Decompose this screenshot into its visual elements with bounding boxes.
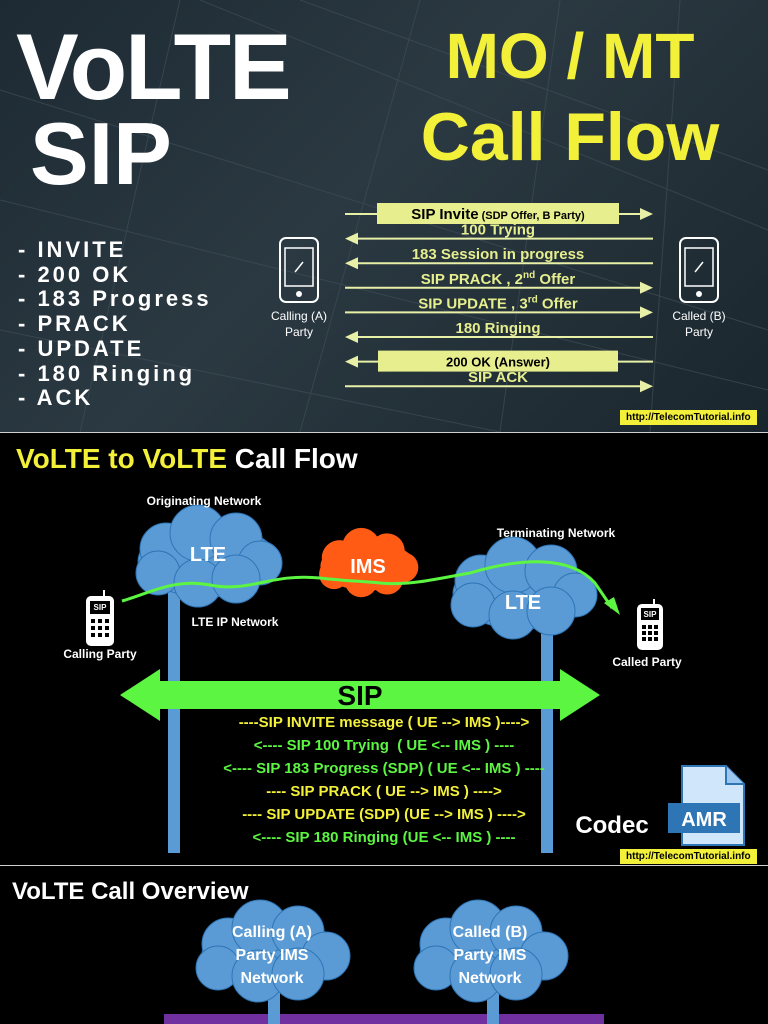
list-item: - INVITE [18, 237, 127, 262]
message-arrowhead [345, 331, 358, 343]
amr-file-icon [668, 765, 745, 846]
message-row: 183 Session in progress [345, 246, 653, 270]
message-arrowhead [640, 306, 653, 319]
called-party-label: Called Party [612, 655, 682, 669]
message-row: SIP PRACK , 2nd Offer [345, 270, 653, 294]
panel-volte-call-overview: VoLTE Call Overview Calling (A) Party IM… [0, 866, 768, 1024]
cloud-a-line3: Network [240, 970, 303, 987]
calling-party-label-line1: Calling (A) [271, 309, 327, 323]
codec-label: Codec [575, 812, 648, 839]
lte-ip-network-label: LTE IP Network [192, 615, 279, 629]
title-mo-mt: MO / MT [445, 20, 695, 92]
terminating-network-label: Terminating Network [497, 526, 616, 540]
message-row: SIP ACK [345, 369, 653, 393]
called-party-label-line2: Party [685, 325, 713, 339]
message-arrowhead [345, 355, 358, 368]
phone-sip-label: SIP [644, 610, 658, 619]
phone-sip-label: SIP [94, 603, 108, 612]
panel2-title: VoLTE to VoLTE Call Flow [16, 443, 358, 475]
title-sip: SIP [30, 104, 172, 203]
message-row: 180 Ringing [345, 320, 653, 343]
message-label: 200 OK (Answer) [446, 355, 550, 370]
title-call-flow: Call Flow [420, 99, 720, 175]
message-row: 100 Trying [345, 222, 653, 245]
phone-icon [86, 590, 114, 646]
title-volte: VoLTE [16, 14, 292, 119]
list-item: - UPDATE [18, 335, 145, 361]
divider [0, 865, 768, 866]
calling-party-label-line2: Party [285, 325, 313, 339]
flow-line: ---- SIP PRACK ( UE --> IMS ) ----> [266, 783, 502, 800]
cloud-b-line3: Network [458, 970, 521, 987]
message-box [378, 350, 618, 372]
message-label: SIP Invite (SDP Offer, B Party) [411, 206, 585, 223]
pole-left [168, 583, 180, 853]
phone-icon [679, 237, 719, 303]
message-label: 100 Trying [461, 222, 535, 239]
message-label: 180 Ringing [455, 320, 540, 337]
message-label: SIP PRACK , 2nd Offer [421, 270, 576, 288]
lte-left-label: LTE [190, 544, 226, 566]
cloud-a-line2: Party IMS [236, 947, 309, 964]
message-arrowhead [640, 281, 653, 294]
cloud-b-line1: Called (B) [453, 924, 528, 941]
phone-icon [279, 237, 319, 303]
message-box [377, 203, 619, 224]
called-party-label-line1: Called (B) [672, 309, 725, 323]
signal-arrowhead [604, 597, 620, 615]
panel3-title: VoLTE Call Overview [12, 878, 249, 905]
message-arrowhead [640, 380, 653, 393]
message-arrowhead [640, 208, 653, 220]
flow-line: <---- SIP 183 Progress (SDP) ( UE <-- IM… [223, 760, 545, 777]
flow-line: <---- SIP 100 Trying ( UE <-- IMS ) ---- [253, 737, 515, 754]
divider [0, 432, 768, 433]
flow-line: ----SIP INVITE message ( UE --> IMS )---… [238, 714, 530, 731]
title-rest: Call Flow [227, 443, 358, 474]
lte-cloud-right [450, 536, 598, 640]
list-item: - PRACK [18, 311, 131, 337]
message-arrowhead [345, 257, 358, 270]
list-item: - ACK [18, 385, 94, 411]
cloud-a-line1: Calling (A) [232, 924, 312, 941]
list-item: - 183 Progress [18, 286, 212, 312]
pole-right [541, 618, 553, 853]
sip-arrow-label: SIP [337, 680, 382, 711]
message-label: 183 Session in progress [412, 246, 585, 263]
url-badge[interactable]: http://TelecomTutorial.info [620, 410, 757, 425]
sequence-diagram: Calling (A) Party Called (B) Party SIP I… [271, 203, 726, 393]
url-badge[interactable]: http://TelecomTutorial.info [620, 849, 757, 864]
flow-line: <---- SIP 180 Ringing (UE <-- IMS ) ---- [252, 829, 516, 846]
overview-diagram: Calling (A) Party IMS Network Called (B)… [164, 899, 604, 1024]
amr-label: AMR [681, 809, 727, 831]
flow-line: ---- SIP UPDATE (SDP) (UE --> IMS ) ----… [242, 806, 526, 823]
calling-party-label: Calling Party [63, 647, 137, 661]
message-label: SIP UPDATE , 3rd Offer [418, 294, 578, 312]
message-row: 200 OK (Answer) [345, 350, 653, 372]
lte-right-label: LTE [505, 592, 541, 614]
network-diagram: LTE LTE IMS Originating Network Terminat… [63, 494, 745, 853]
connection-bar [164, 1014, 604, 1024]
message-arrowhead [345, 232, 358, 245]
cloud-b-line2: Party IMS [454, 947, 527, 964]
message-label: SIP ACK [468, 369, 528, 386]
list-item: - 180 Ringing [18, 360, 196, 386]
message-row: SIP UPDATE , 3rd Offer [345, 294, 653, 319]
title-highlight: VoLTE to VoLTE [16, 443, 227, 474]
ims-label: IMS [350, 556, 386, 578]
originating-network-label: Originating Network [147, 494, 262, 508]
signal-path [121, 560, 614, 609]
sip-message-list: - INVITE - 200 OK - 183 Progress - PRACK… [18, 237, 212, 411]
panel-mo-mt-call-flow: VoLTE SIP MO / MT Call Flow - INVITE - 2… [0, 0, 768, 432]
message-row: SIP Invite (SDP Offer, B Party) [345, 203, 653, 224]
sip-flow-lines: ----SIP INVITE message ( UE --> IMS )---… [0, 711, 768, 849]
phone-icon [637, 599, 663, 650]
panel-volte-to-volte: VoLTE to VoLTE Call Flow LTE LTE IMS Ori… [0, 433, 768, 865]
sip-double-arrow [120, 669, 600, 721]
list-item: - 200 OK [18, 261, 132, 287]
